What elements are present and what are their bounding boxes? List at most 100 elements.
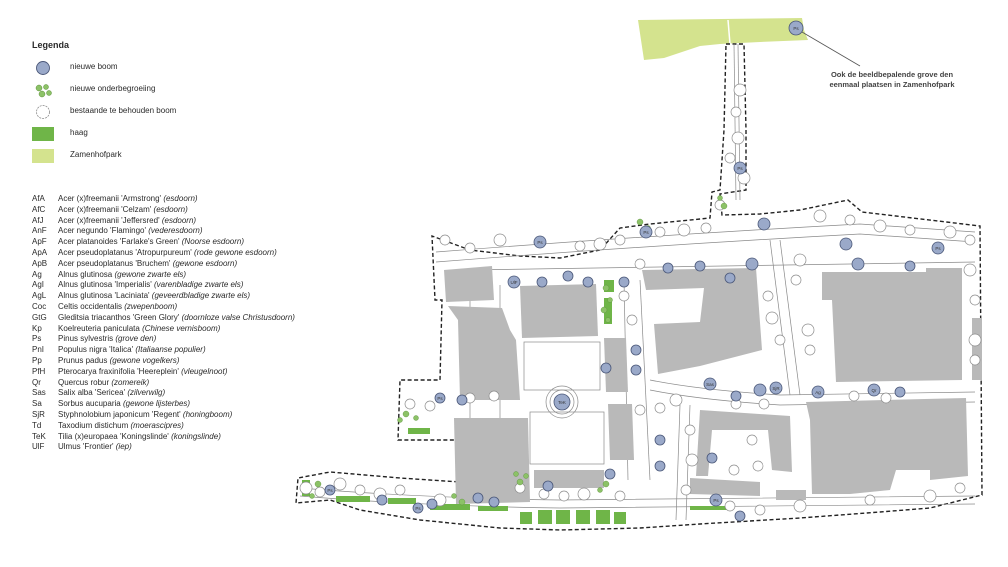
species-code: Coc — [32, 301, 47, 311]
species-common: (zwepenboom) — [124, 301, 178, 311]
species-code: AgL — [32, 291, 47, 301]
species-name: Alnus glutinosa 'Laciniata' — [58, 291, 150, 301]
legend-label: Zamenhofpark — [70, 150, 122, 159]
label-ps-west: Ps — [437, 396, 443, 401]
species-code: AfA — [32, 194, 45, 203]
species-name: Acer (x)freemanii 'Armstrong' — [58, 194, 162, 203]
species-common: (Noorse esdoorn) — [181, 237, 245, 247]
species-code: UlF — [32, 442, 45, 452]
species-common: (Italiaanse populier) — [135, 345, 206, 355]
new-trees — [324, 20, 945, 522]
species-code: Pp — [32, 355, 42, 365]
pine-annotation: Ook de beeldbepalende grove den eenmaal … — [808, 70, 976, 90]
species-common: (gewone esdoorn) — [172, 258, 238, 268]
species-common: (doornloze valse Christusdoorn) — [181, 312, 295, 322]
species-code: TeK — [32, 431, 46, 441]
species-common: (gewone vogelkers) — [109, 355, 180, 365]
species-row: SjR Styphnolobium japonicum 'Regent' (hon… — [32, 410, 342, 421]
hedge-icon — [32, 127, 54, 141]
site-boundary — [295, 43, 983, 531]
species-name: Koelreuteria paniculata — [58, 323, 140, 333]
species-common: (zilverwilg) — [127, 388, 166, 398]
species-common: (esdoorn) — [163, 194, 198, 203]
species-name: Prunus padus — [58, 355, 108, 365]
central-square — [523, 341, 605, 465]
species-common: (honingboom) — [182, 409, 233, 419]
legend-label: nieuwe onderbegroeiing — [70, 84, 156, 93]
species-name: Acer (x)freemanii 'Celzam' — [58, 204, 152, 214]
species-code: ApA — [32, 247, 48, 257]
label-ulf: UlF — [511, 280, 518, 285]
label-ps-hedge-left: Ps — [327, 488, 333, 493]
label-sjr: SjR — [772, 386, 780, 391]
label-ps-hedge-mid: Ps — [415, 506, 421, 511]
species-common: (esdoorn) — [161, 215, 197, 225]
legend: Legenda nieuwe boom nieuwe onderbegroeii… — [32, 40, 262, 168]
species-code: PnI — [32, 345, 45, 355]
species-code: Td — [32, 420, 42, 430]
species-code: AnF — [32, 226, 47, 236]
species-name: Acer pseudoplatanus 'Atropurpureum' — [58, 247, 192, 257]
species-common: (gewone lijsterbes) — [122, 399, 191, 409]
species-common: (iep) — [115, 442, 132, 452]
species-code: ApB — [32, 258, 48, 268]
species-code: Qr — [32, 377, 41, 387]
species-code: AgI — [32, 280, 45, 290]
species-list: AfA Acer (x)freemanii 'Armstrong' (esdoor… — [32, 194, 342, 453]
new-tree-icon — [36, 61, 50, 75]
species-name: Ulmus 'Frontier' — [58, 442, 114, 452]
species-common: (esdoorn) — [153, 204, 188, 214]
species-name: Alnus glutinosa — [58, 269, 113, 279]
species-name: Tilia (x)europaea 'Koningslinde' — [58, 431, 169, 441]
species-name: Taxodium distichum — [58, 420, 129, 430]
species-name: Pterocarya fraxinifolia 'Heereplein' — [58, 366, 179, 376]
species-name: Acer negundo 'Flamingo' — [58, 226, 146, 236]
species-row: Pp Prunus padus (gewone vogelkers) — [32, 356, 342, 367]
species-name: Styphnolobium japonicum 'Regent' — [58, 409, 181, 419]
species-row: ApF Acer platanoides 'Farlake's Green' (N… — [32, 237, 342, 248]
species-name: Acer platanoides 'Farlake's Green' — [58, 237, 180, 247]
label-sas: Sas — [706, 382, 715, 387]
label-ps-top: Ps — [793, 26, 799, 31]
species-name: Acer pseudoplatanus 'Bruchem' — [58, 258, 171, 268]
species-code: ApF — [32, 237, 47, 247]
species-common: (gewone zwarte els) — [114, 269, 187, 279]
species-code: Sa — [32, 399, 42, 409]
species-code: SjR — [32, 409, 45, 419]
label-qr: Qr — [872, 388, 878, 393]
legend-item-hedge: haag — [32, 124, 262, 146]
species-common: (grove den) — [115, 334, 157, 344]
species-row: ApB Acer pseudoplatanus 'Bruchem' (gewone… — [32, 259, 342, 270]
species-name: Salix alba 'Sericea' — [58, 388, 126, 398]
species-common: (Chinese vernisboom) — [142, 323, 221, 333]
park-icon — [32, 149, 54, 163]
annotation-leader — [801, 31, 861, 67]
buildings — [444, 266, 982, 504]
zamenhofpark-area — [638, 18, 808, 60]
species-row: TeK Tilia (x)europaea 'Koningslinde' (kon… — [32, 432, 342, 443]
label-ps-east: Ps — [935, 246, 941, 251]
species-common: (koningslinde) — [171, 431, 221, 441]
species-name: Celtis occidentalis — [58, 301, 123, 311]
label-ps-north2: Ps — [537, 240, 543, 245]
annotation-line2: eenmaal plaatsen in Zamenhofpark — [829, 80, 955, 89]
legend-item-existing-tree: bestaande te behouden boom — [32, 102, 262, 124]
legend-label: nieuwe boom — [70, 62, 118, 71]
legend-label: haag — [70, 128, 88, 137]
existing-trees — [299, 83, 982, 516]
